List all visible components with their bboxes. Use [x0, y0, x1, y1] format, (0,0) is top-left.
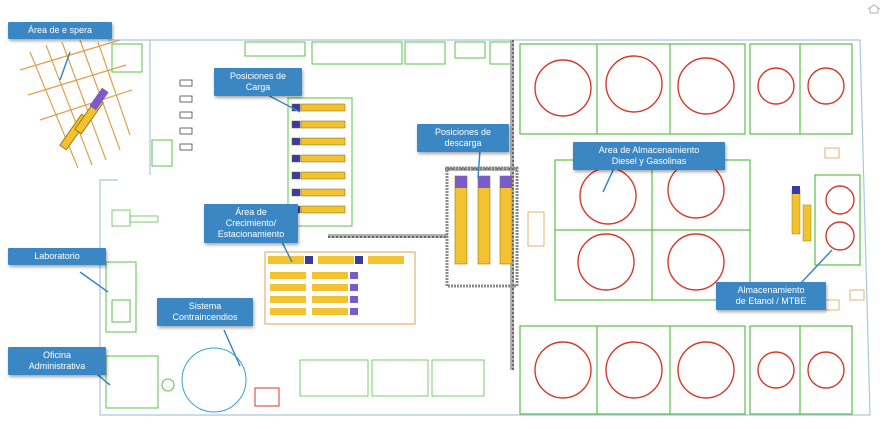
office-building	[105, 355, 175, 409]
unloading-bays	[445, 166, 519, 288]
loading-bays	[287, 97, 353, 227]
site-boundary	[99, 39, 871, 416]
ethanol-trucks	[791, 186, 812, 242]
callout-sistema-contraincendios: Sistema Contraincendios	[157, 298, 253, 326]
callout-laboratorio: Laboratorio	[8, 248, 106, 265]
callout-oficina-administrativa: Oficina Administrativa	[8, 347, 106, 375]
callout-area-espera: Área de e spera	[8, 22, 112, 39]
waiting-trucks	[59, 87, 109, 151]
tank-dike-top	[519, 43, 853, 135]
callout-almacenamiento-etanol: Almacenamiento de Etanol / MTBE	[716, 282, 826, 310]
tanks-top	[534, 55, 845, 117]
callout-posiciones-descarga: Posiciones de descarga	[417, 124, 509, 152]
lab-building	[105, 261, 137, 333]
callout-posiciones-carga: Posiciones de Carga	[214, 68, 302, 96]
tanks-bottom	[534, 341, 845, 399]
callout-crecimiento-estacionamiento: Área de Crecimiento/ Estacionamiento	[204, 204, 298, 243]
parking-growth-area	[264, 251, 416, 325]
home-icon	[867, 4, 881, 14]
waiting-area-lanes	[19, 39, 133, 169]
misc-buildings	[111, 209, 485, 397]
tanks-middle	[577, 161, 855, 291]
callout-almacenamiento-diesel: Area de Almacenamiento Diesel y Gasolina…	[573, 142, 725, 170]
fire-system	[181, 347, 280, 413]
parking-stalls	[179, 79, 193, 151]
tank-dike-middle	[554, 159, 861, 301]
tank-dike-bottom	[519, 325, 853, 415]
loading-trucks	[291, 103, 346, 214]
